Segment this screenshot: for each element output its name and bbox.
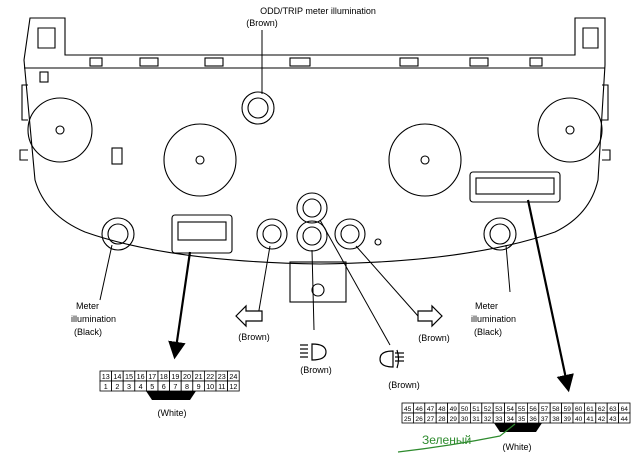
connector-right-pin-number: 50 — [461, 406, 469, 413]
connector-left-pin-number: 3 — [127, 382, 131, 391]
connector-left-pin-number: 15 — [125, 372, 133, 381]
leader-lines — [99, 30, 574, 393]
connector-right-pin-number: 33 — [495, 416, 503, 423]
connector-left-pin-number: 18 — [160, 372, 168, 381]
connector-right-pin-number: 46 — [415, 406, 423, 413]
connector-right-pin-cell — [618, 412, 631, 424]
connector-right-pin-number: 63 — [609, 406, 617, 413]
connector-right-pin-number: 52 — [484, 406, 492, 413]
connector-left-tab — [146, 391, 196, 400]
connector-right-pin-number: 39 — [564, 416, 572, 423]
connector-left-pin-number: 7 — [173, 382, 177, 391]
connector-left-pin-number: 17 — [148, 372, 156, 381]
connector-right-pin-number: 38 — [552, 416, 560, 423]
connector-right-pin-number: 57 — [541, 406, 549, 413]
headlamp-color-label: (Brown) — [300, 365, 332, 375]
connector-right-pin-number: 25 — [404, 416, 412, 423]
connector-right-pin-number: 53 — [495, 406, 503, 413]
connector-left-pin-number: 8 — [185, 382, 189, 391]
connector-left-pin-number: 12 — [229, 382, 237, 391]
connector-left-color-label: (White) — [158, 408, 187, 418]
connector-right-color-label: (White) — [503, 442, 532, 452]
fog-color-label: (Brown) — [388, 380, 420, 390]
connector-right-pin-number: 41 — [586, 416, 594, 423]
connector-left-pin-number: 24 — [229, 372, 237, 381]
connector-left-pin-number: 22 — [206, 372, 214, 381]
connector-right-pin-number: 31 — [472, 416, 480, 423]
connector-right-pin-number: 61 — [586, 406, 594, 413]
connector-right-pin-number: 34 — [507, 416, 515, 423]
connector-right-pin-number: 29 — [450, 416, 458, 423]
connector-right-pin-number: 47 — [427, 406, 435, 413]
connector-right-pin-number: 28 — [438, 416, 446, 423]
cluster-housing — [19, 17, 611, 303]
connector-right-pin-number: 42 — [598, 416, 606, 423]
connector-left-pin-cell — [227, 380, 240, 392]
connector-left-pin-number: 1 — [104, 382, 108, 391]
connector-right-pin-number: 62 — [598, 406, 606, 413]
connector-left-pin-number: 9 — [197, 382, 201, 391]
connector-right-pin-number: 36 — [529, 416, 537, 423]
connector-left-pin-number: 20 — [183, 372, 191, 381]
fog-lamp-icon — [379, 349, 404, 369]
connector-right-pin-number: 55 — [518, 406, 526, 413]
connector-right-pin-number: 26 — [415, 416, 423, 423]
connector-right-pin-number: 54 — [507, 406, 515, 413]
connector-left-pin-number: 16 — [137, 372, 145, 381]
connector-left-pin-number: 23 — [218, 372, 226, 381]
connector-right-pin-number: 51 — [472, 406, 480, 413]
meter-left-label-2: illumination — [71, 314, 116, 324]
connector-right-pin-number: 37 — [541, 416, 549, 423]
headlamp-icon — [300, 343, 327, 361]
meter-left-label-3: (Black) — [74, 327, 102, 337]
note-stroke — [397, 423, 516, 453]
connector-left-pin-number: 10 — [206, 382, 214, 391]
connector-right-pin-number: 48 — [438, 406, 446, 413]
connector-right-pin-number: 27 — [427, 416, 435, 423]
connector-right-pin-number: 64 — [621, 406, 629, 413]
connector-right-pin-number: 58 — [552, 406, 560, 413]
odd-trip-color-label: (Brown) — [246, 18, 278, 28]
turn-left-arrow-icon — [235, 304, 263, 328]
connector-right-pin-number: 56 — [529, 406, 537, 413]
turn-right-arrow-icon — [417, 304, 443, 328]
connector-right-pin-number: 40 — [575, 416, 583, 423]
connector-left-pin-number: 2 — [115, 382, 119, 391]
connector-right-tab — [494, 423, 542, 432]
connector-right-pin-number: 59 — [564, 406, 572, 413]
connector-left-pin-number: 21 — [195, 372, 203, 381]
connector-right-pin-number: 35 — [518, 416, 526, 423]
connector-left-pin-number: 6 — [162, 382, 166, 391]
meter-right-label-3: (Black) — [474, 327, 502, 337]
turn-right-color-label: (Brown) — [418, 333, 450, 343]
connector-right-pin-number: 49 — [450, 406, 458, 413]
connector-left-pin-number: 19 — [171, 372, 179, 381]
connector-left-pin-number: 4 — [139, 382, 143, 391]
connector-right-pin-number: 32 — [484, 416, 492, 423]
connector-left-pin-number: 14 — [113, 372, 121, 381]
connector-right-pin-number: 43 — [609, 416, 617, 423]
meter-right-label-2: illumination — [471, 314, 516, 324]
connector-right-pin-number: 45 — [404, 406, 412, 413]
connector-left-pin-number: 13 — [102, 372, 110, 381]
connector-left-pin-number: 5 — [150, 382, 154, 391]
connector-right-pin-number: 60 — [575, 406, 583, 413]
connector-right-pin-number: 44 — [621, 416, 629, 423]
turn-left-color-label: (Brown) — [238, 332, 270, 342]
connector-right-pin-number: 30 — [461, 416, 469, 423]
odd-trip-label: ODD/TRIP meter illumination — [260, 6, 376, 16]
meter-right-label-1: Meter — [475, 301, 498, 311]
connector-left-pin-number: 11 — [218, 382, 225, 391]
meter-left-label-1: Meter — [76, 301, 99, 311]
